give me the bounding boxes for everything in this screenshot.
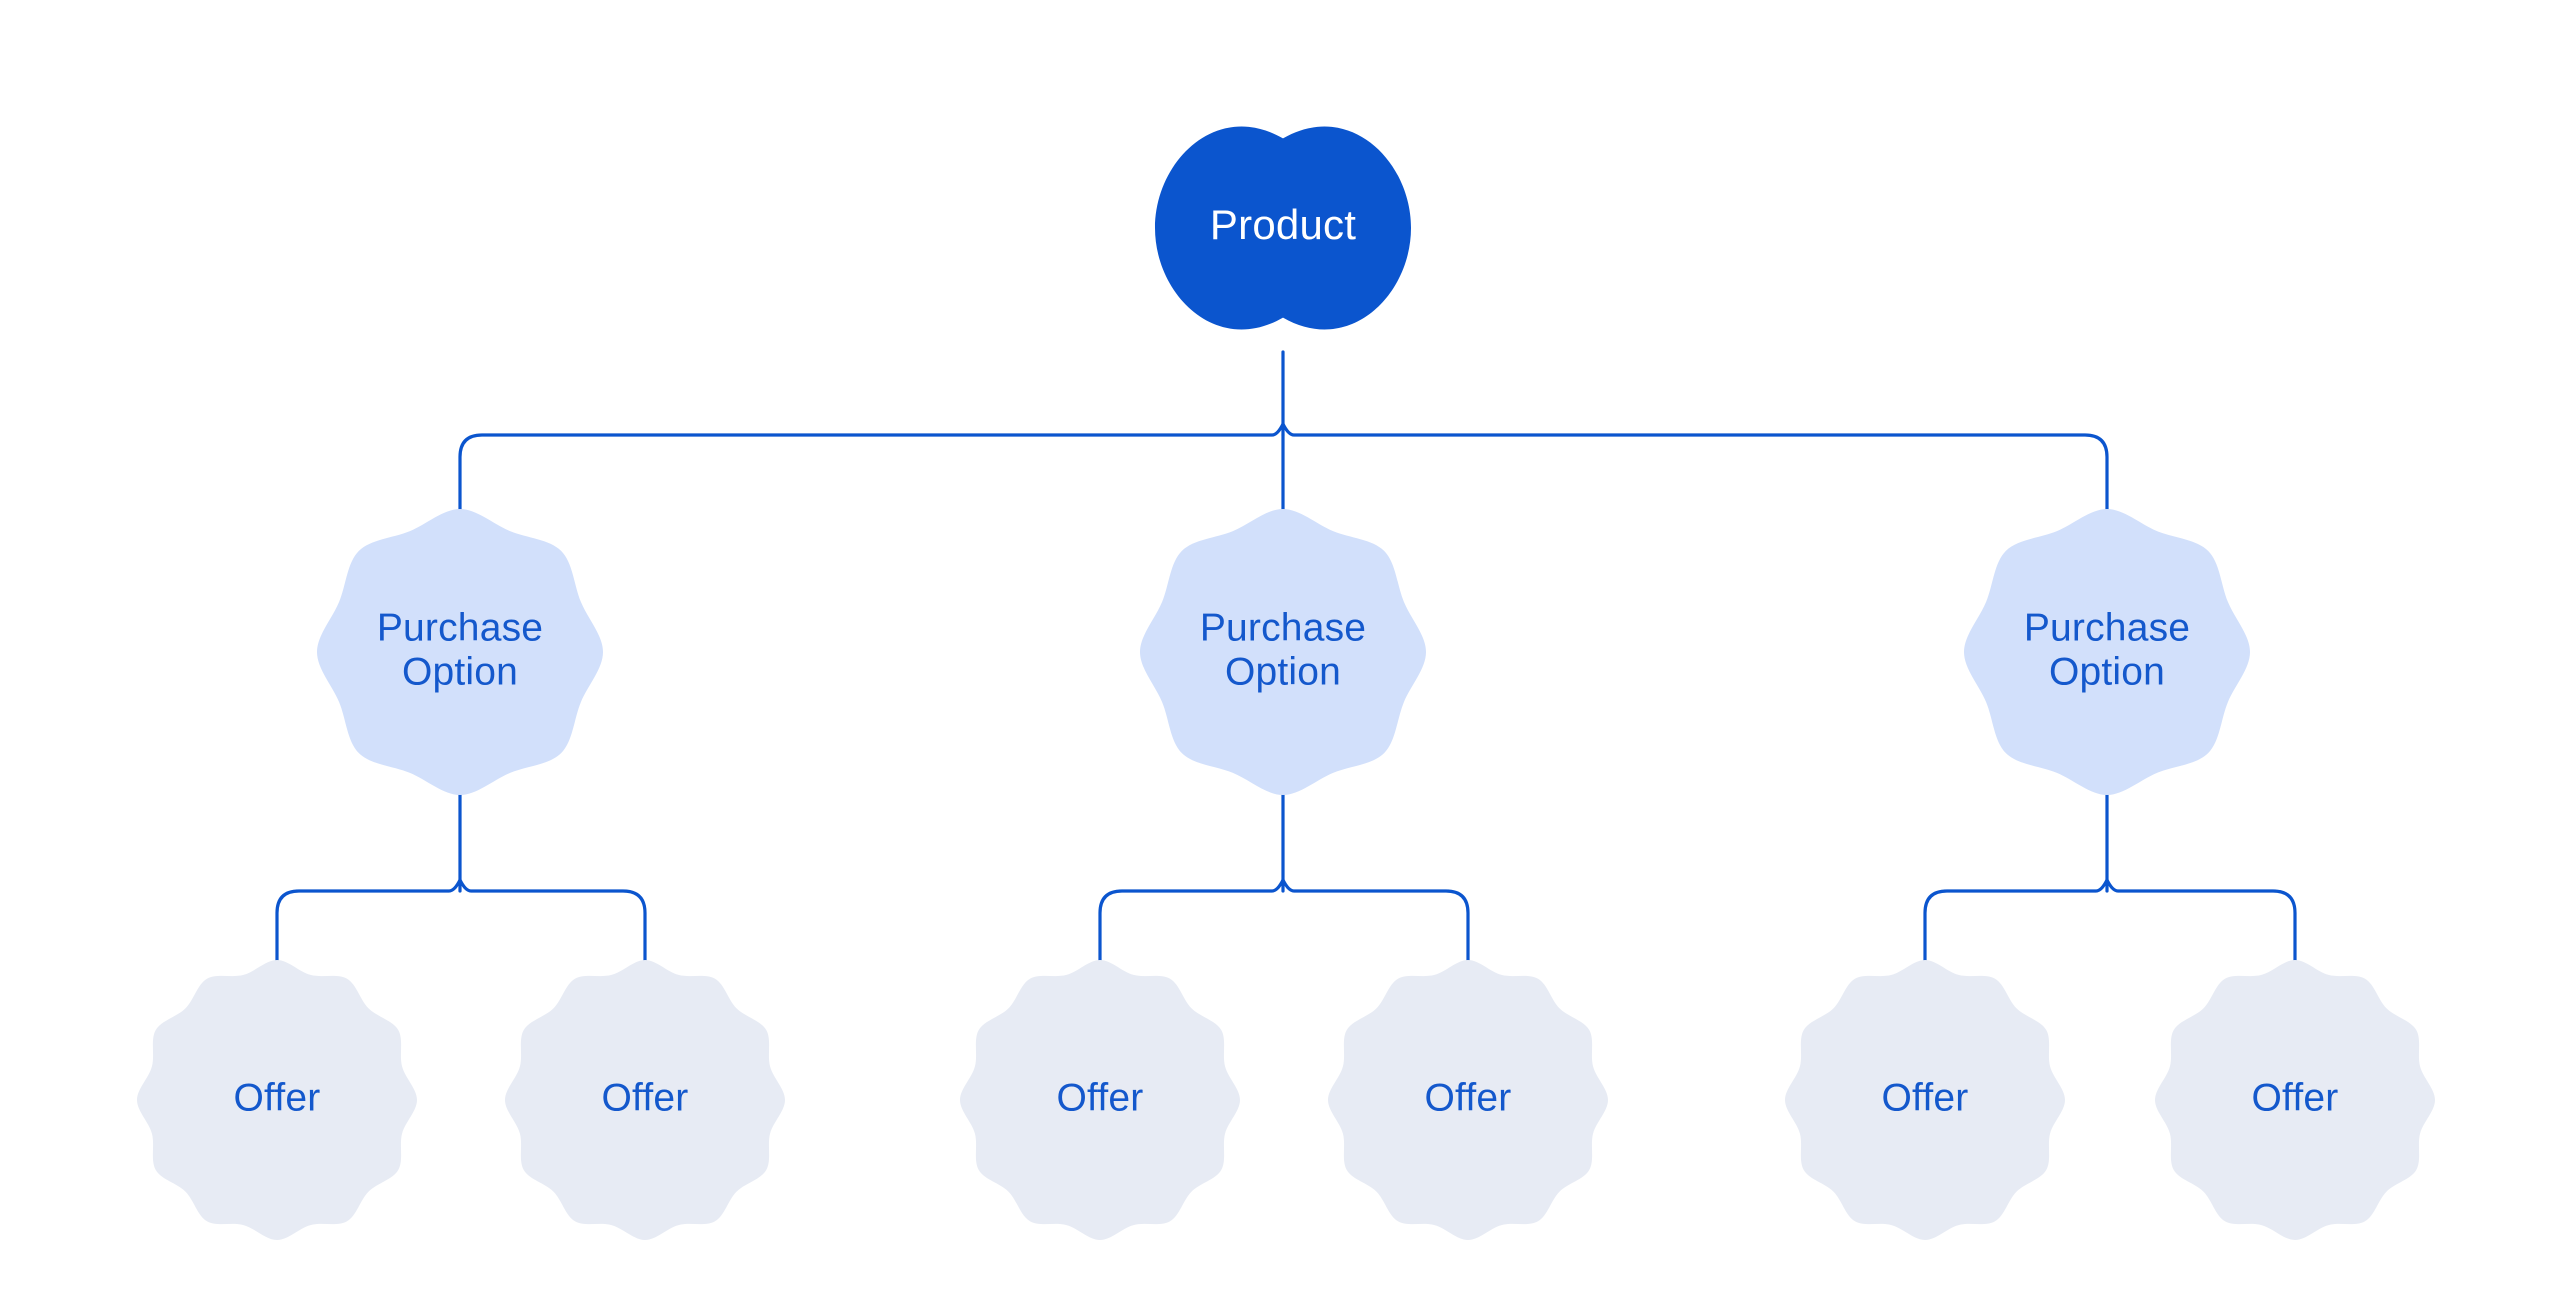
node-offer-4-label: Offer [1425,1076,1512,1119]
offer-blob-shape [960,960,1240,1240]
node-offer-1-label: Offer [234,1076,321,1119]
node-purchase-option-3-label: Option [2049,650,2165,693]
node-purchase-option-3-label: Purchase [2024,606,2190,649]
connector-option-2-bus [1098,878,1470,968]
node-product[interactable]: Product [1155,126,1411,330]
connector-layer [275,350,2297,968]
node-offer-2-label: Offer [602,1076,689,1119]
node-offer-6[interactable]: Offer [2155,960,2435,1240]
node-purchase-option-1-label: Option [402,650,518,693]
node-product-label: Product [1210,201,1356,248]
offer-blob-shape [505,960,785,1240]
node-purchase-option-2-label: Option [1225,650,1341,693]
node-purchase-option-1-label: Purchase [377,606,543,649]
offer-blob-shape [1785,960,2065,1240]
connector-level1-bus [458,422,2109,517]
node-offer-5-label: Offer [1882,1076,1969,1119]
node-offer-2[interactable]: Offer [505,960,785,1240]
node-offer-4[interactable]: Offer [1328,960,1608,1240]
node-offer-5[interactable]: Offer [1785,960,2065,1240]
node-offer-6-label: Offer [2252,1076,2339,1119]
connector-option-1-bus [275,878,647,968]
node-offer-3[interactable]: Offer [960,960,1240,1240]
offer-blob-shape [2155,960,2435,1240]
product-squircle-shape [1155,126,1411,330]
offer-blob-shape [1328,960,1608,1240]
purchase-option-blob-shape [317,509,603,795]
purchase-option-blob-shape [1964,509,2250,795]
node-offer-3-label: Offer [1057,1076,1144,1119]
node-purchase-option-2-label: Purchase [1200,606,1366,649]
purchase-option-blob-shape [1140,509,1426,795]
offer-blob-shape [137,960,417,1240]
node-offer-1[interactable]: Offer [137,960,417,1240]
connector-option-3-bus [1923,878,2297,968]
